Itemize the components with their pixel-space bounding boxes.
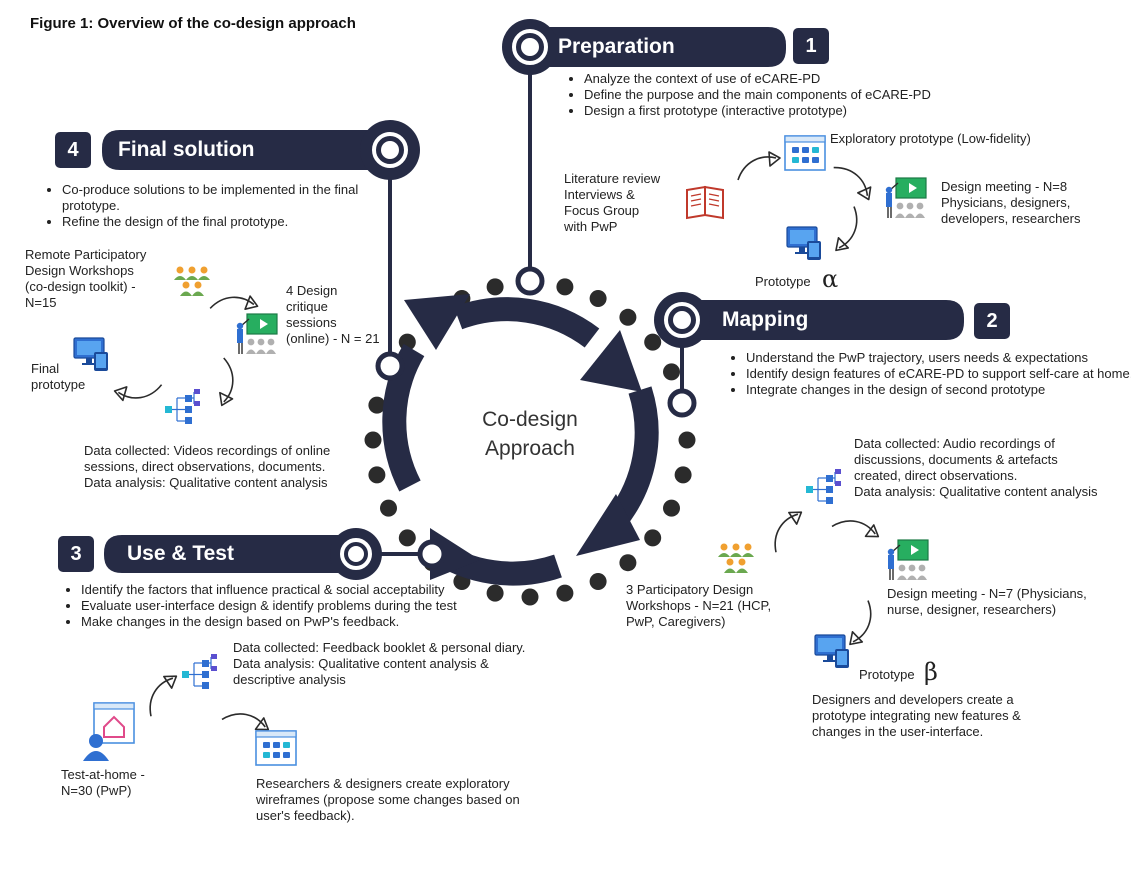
figure-title: Figure 1: Overview of the co-design appr…	[30, 15, 356, 32]
ring-dot	[644, 333, 662, 351]
ring-dot	[486, 278, 504, 296]
final-solution-bullets: Co-produce solutions to be implemented i…	[44, 182, 392, 230]
ring-dot	[556, 584, 574, 602]
preparation-inputs: Literature review Interviews & Focus Gro…	[564, 171, 661, 234]
home-user-icon	[83, 702, 135, 761]
use-test-banner	[58, 528, 382, 580]
bullet-item: Evaluate user-interface design & identif…	[81, 598, 521, 614]
bullet-item: Identify the factors that influence prac…	[81, 582, 521, 598]
ring-dot	[486, 584, 504, 602]
use-test-number: 3	[70, 543, 82, 565]
ring-dot	[368, 396, 386, 414]
ring-dot	[619, 308, 637, 326]
curved-arrow-icon	[111, 369, 163, 412]
ring-dot	[678, 431, 696, 449]
critique-sessions-label: 4 Design critique sessions (online) - N …	[286, 283, 380, 346]
presentation-icon	[885, 177, 927, 219]
ring-dot	[589, 573, 607, 590]
mapping-banner	[654, 292, 1010, 348]
dotted-cycle-ring	[364, 274, 696, 606]
app-window-icon	[784, 135, 826, 171]
ring-dot	[663, 499, 680, 517]
ring-dot	[380, 499, 397, 517]
final-prototype-label: Final prototype	[31, 361, 86, 392]
use-test-bullets: Identify the factors that influence prac…	[63, 582, 521, 630]
bullet-item: Make changes in the design based on PwP'…	[81, 614, 521, 630]
ring-dot	[589, 290, 607, 307]
bullet-item: Integrate changes in the design of secon…	[746, 382, 1131, 398]
alpha-symbol: α	[822, 265, 839, 293]
monitor-phone-icon	[786, 226, 822, 261]
beta-symbol: β	[924, 658, 938, 686]
curved-arrow-icon	[136, 670, 189, 718]
exploratory-prototype-label: Exploratory prototype (Low-fidelity)	[830, 131, 1031, 146]
final-solution-banner	[55, 120, 420, 180]
curved-arrow-icon	[821, 205, 873, 256]
preparation-title: Preparation	[558, 35, 675, 58]
bullet-item: Co-produce solutions to be implemented i…	[62, 182, 392, 214]
ring-dot	[556, 278, 574, 296]
remote-workshops-label: Remote Participatory Design Workshops (c…	[25, 247, 147, 310]
prototype-beta-label: Prototype	[859, 667, 915, 682]
curved-arrow-icon	[761, 506, 814, 554]
final-solution-number: 4	[67, 139, 79, 161]
people-group-icon	[718, 543, 754, 573]
ring-dot	[663, 363, 680, 381]
bullet-item: Analyze the context of use of eCARE-PD	[584, 71, 1014, 87]
mapping-data-text: Data collected: Audio recordings of disc…	[854, 436, 1098, 499]
flowchart-icon	[164, 388, 201, 425]
design-meeting-label: Design meeting - N=8 Physicians, designe…	[941, 179, 1081, 226]
preparation-banner	[502, 19, 829, 75]
final-data-text: Data collected: Videos recordings of onl…	[84, 443, 331, 490]
bullet-item: Refine the design of the final prototype…	[62, 214, 392, 230]
bullet-item: Identify design features of eCARE-PD to …	[746, 366, 1131, 382]
curved-arrow-icon	[737, 151, 781, 181]
connector-endpoint-circles	[375, 266, 697, 569]
center-label: Co-design Approach	[482, 408, 578, 460]
participatory-workshops-label: 3 Participatory Design Workshops - N=21 …	[626, 582, 772, 629]
ring-dot	[674, 466, 692, 484]
cycle-arrowheads	[404, 294, 642, 580]
preparation-bullets: Analyze the context of use of eCARE-PD D…	[566, 71, 1014, 119]
use-test-title: Use & Test	[127, 542, 234, 565]
bullet-item: Design a first prototype (interactive pr…	[584, 103, 1014, 119]
flowchart-icon	[805, 468, 842, 505]
ring-dot	[368, 466, 386, 484]
wireframes-text: Researchers & designers create explorato…	[256, 776, 520, 823]
ring-dot	[521, 588, 539, 606]
ring-dot	[619, 554, 637, 572]
people-group-icon	[174, 266, 210, 296]
test-at-home-label: Test-at-home - N=30 (PwP)	[61, 767, 145, 798]
presentation-icon	[236, 313, 278, 355]
presentation-icon	[887, 539, 929, 581]
bullet-item: Understand the PwP trajectory, users nee…	[746, 350, 1131, 366]
bullet-item: Define the purpose and the main componen…	[584, 87, 1014, 103]
mapping-number: 2	[986, 310, 998, 332]
curved-arrow-icon	[832, 157, 876, 208]
ring-dot	[364, 431, 382, 449]
mapping-meeting-label: Design meeting - N=7 (Physicians, nurse,…	[887, 586, 1087, 617]
curved-arrow-icon	[831, 504, 883, 555]
use-test-data-text: Data collected: Feedback booklet & perso…	[233, 640, 526, 687]
monitor-phone-icon	[814, 634, 850, 669]
ring-dot	[644, 529, 662, 547]
final-solution-title: Final solution	[118, 138, 255, 161]
preparation-number: 1	[805, 35, 817, 57]
developers-text: Designers and developers create a protot…	[812, 692, 1021, 739]
curved-arrow-icon	[201, 357, 249, 410]
app-window-icon	[255, 730, 297, 766]
mapping-bullets: Understand the PwP trajectory, users nee…	[728, 350, 1131, 398]
ring-dot	[398, 529, 416, 547]
mapping-title: Mapping	[722, 308, 809, 331]
flowchart-icon	[181, 653, 218, 690]
book-icon	[686, 185, 724, 220]
prototype-alpha-label: Prototype	[755, 274, 811, 289]
